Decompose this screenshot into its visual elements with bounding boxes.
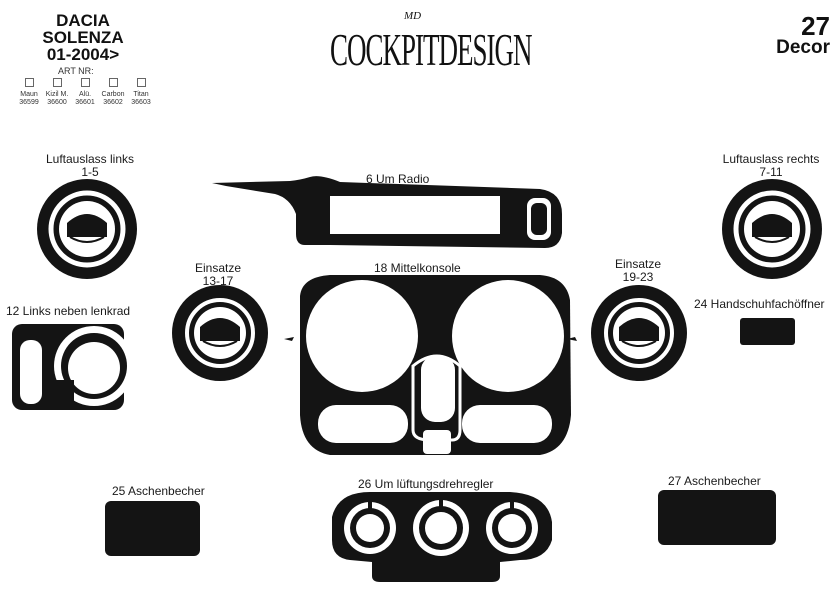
insert-left-part[interactable] <box>172 285 294 381</box>
part-name: Luftauslass links <box>45 152 135 166</box>
part-range: 1-5 <box>81 165 99 179</box>
part-range: 13-17 <box>202 274 234 288</box>
part-name: Einsatze <box>194 261 242 275</box>
label-insert-left: Einsatze 13-17 <box>178 262 258 288</box>
variant-titan[interactable]: Titan 36603 <box>126 78 156 107</box>
steering-side-part[interactable] <box>12 324 134 410</box>
variant-code: 36602 <box>103 99 123 106</box>
variant-name: Alü. <box>78 91 92 98</box>
label-regulator: 26 Um lüftungsdrehregler <box>358 477 494 491</box>
decor-count-label: Decor <box>776 37 830 58</box>
part-range: 7-11 <box>759 165 783 179</box>
label-ashtray-left: 25 Aschenbecher <box>112 484 205 498</box>
variant-code: 36601 <box>75 99 95 106</box>
glovebox-opener-part[interactable] <box>740 318 795 345</box>
variant-checkbox[interactable] <box>52 78 62 87</box>
vent-left-part[interactable] <box>37 179 137 279</box>
part-name: Luftauslass rechts <box>722 152 820 166</box>
variant-kizil[interactable]: Kizil M. 36600 <box>42 78 72 107</box>
logo-text: COCKPITDESIGN <box>330 24 533 75</box>
label-vent-left: Luftauslass links 1-5 <box>30 153 150 179</box>
variant-maun[interactable]: Maun 36599 <box>14 78 44 107</box>
vent-right-part[interactable] <box>722 179 822 279</box>
ashtray-right-part[interactable] <box>658 490 776 545</box>
vehicle-model-heading: DACIA SOLENZA 01-2004> <box>18 12 148 63</box>
variant-name: Kizil M. <box>45 91 69 98</box>
variant-name: Maun <box>20 91 38 98</box>
cockpitdesign-logo: MD COCKPITDESIGN <box>330 10 533 82</box>
model-years: 01-2004> <box>46 45 120 64</box>
variant-checkbox[interactable] <box>80 78 90 87</box>
variant-code: 36600 <box>47 99 67 106</box>
variant-code: 36603 <box>131 99 151 106</box>
label-vent-right: Luftauslass rechts 7-11 <box>706 153 836 179</box>
radio-surround-part[interactable] <box>212 176 562 248</box>
label-ashtray-right: 27 Aschenbecher <box>668 474 761 488</box>
variant-checkbox[interactable] <box>24 78 34 87</box>
regulator-surround-part[interactable] <box>332 492 552 582</box>
logo-mark: MD <box>404 10 422 22</box>
label-radio: 6 Um Radio <box>366 172 430 186</box>
label-console: 18 Mittelkonsole <box>374 261 461 275</box>
variant-name: Titan <box>133 91 149 98</box>
center-console-part[interactable] <box>300 275 571 455</box>
brand-name: DACIA <box>56 11 110 30</box>
label-insert-right: Einsatze 19-23 <box>598 258 678 284</box>
variant-checkbox[interactable] <box>108 78 118 87</box>
part-name: Einsatze <box>614 257 662 271</box>
variant-code: 36599 <box>19 99 39 106</box>
model-name: SOLENZA <box>42 28 124 47</box>
label-steering: 12 Links neben lenkrad <box>6 304 131 318</box>
ashtray-left-part[interactable] <box>105 501 200 556</box>
part-range: 19-23 <box>622 270 654 284</box>
variant-carbon[interactable]: Carbon 36602 <box>98 78 128 107</box>
variant-alu[interactable]: Alü. 36601 <box>70 78 100 107</box>
variant-name: Carbon <box>101 91 125 98</box>
variant-checkbox[interactable] <box>136 78 146 87</box>
decor-count: 27 Decor <box>750 11 830 58</box>
label-glovebox: 24 Handschuhfachöffner <box>694 297 825 311</box>
decor-count-number: 27 <box>801 11 830 41</box>
insert-right-part[interactable] <box>567 285 687 381</box>
art-nr-label: ART NR: <box>58 66 94 76</box>
